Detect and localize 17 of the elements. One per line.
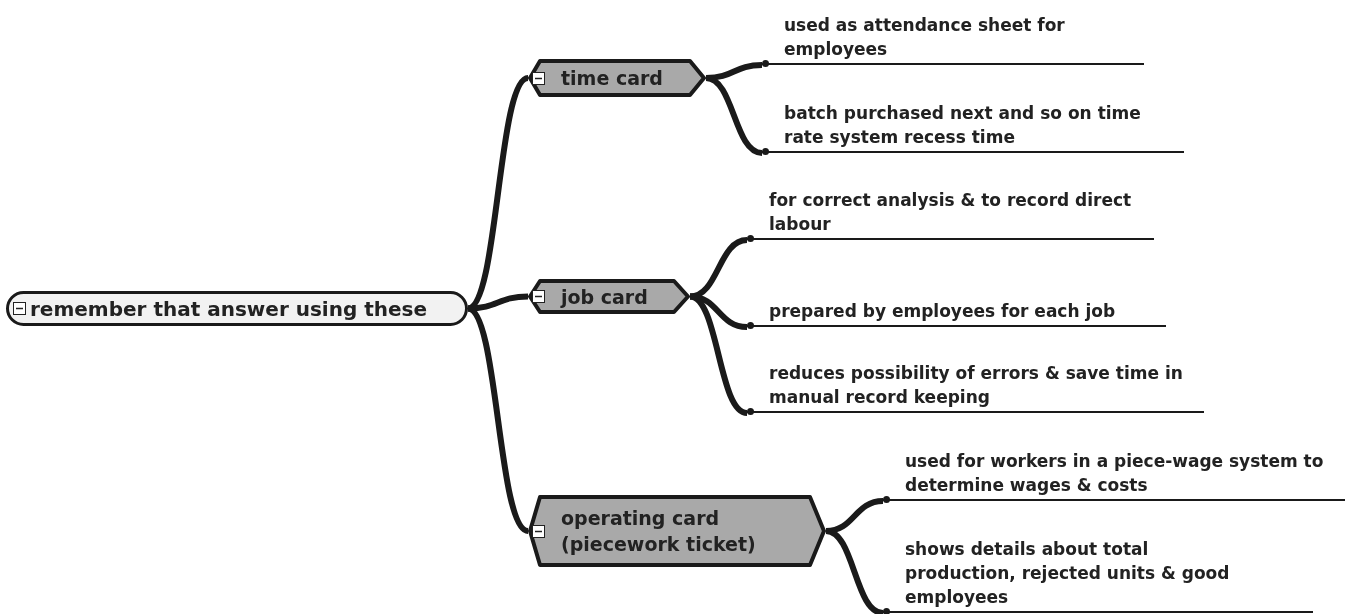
central-topic (6, 291, 468, 326)
topic-text: used for workers in a piece-wage system to determine wages & costs (905, 450, 1325, 497)
topic-text: time card (560, 66, 663, 91)
branch-connector (689, 293, 748, 416)
topic-text: used as attendance sheet for employees (784, 14, 1066, 61)
branch-connector (467, 293, 529, 312)
hexagon-topic (528, 279, 690, 314)
topic-text: remember that answer using these (30, 295, 428, 323)
topic-text: for correct analysis & to record direct labour (769, 189, 1133, 236)
topic-text: job card (559, 284, 648, 310)
hexagon-topic (528, 59, 706, 97)
topic-text: batch purchased next and so on time rate system recess time (784, 102, 1142, 149)
topic-text: reduces possibility of errors & save time in manual record keeping (769, 362, 1184, 409)
topic-text: prepared by employees for each job (769, 300, 1117, 323)
topic-text: shows details about total production, rejected units & good employees (905, 538, 1231, 609)
topic-text: operating card (piecework ticket) (560, 506, 757, 557)
hexagon-topic (528, 495, 826, 567)
